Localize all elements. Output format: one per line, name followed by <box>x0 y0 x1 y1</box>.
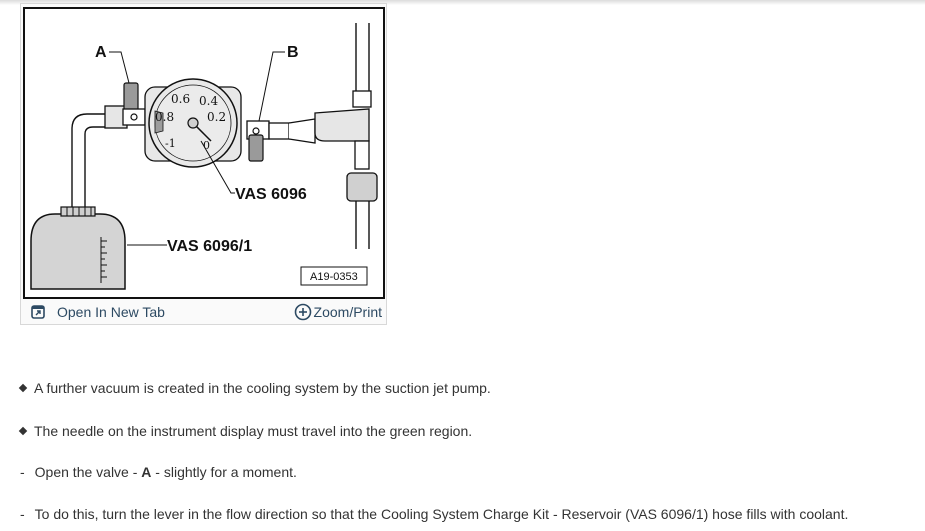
step-emphasis-a: A <box>141 464 152 480</box>
label-b: B <box>287 44 299 61</box>
top-shadow-bar <box>0 0 925 5</box>
inline-filter <box>346 172 378 202</box>
pump-top-fitting <box>352 90 372 108</box>
bullet-marker <box>18 384 28 393</box>
leader-device <box>200 140 235 194</box>
zoom-print-label: Zoom/Print <box>313 304 382 320</box>
step-text: The needle on the instrument display mus… <box>34 423 473 439</box>
gauge-tick-0: 0 <box>203 139 210 152</box>
open-new-tab-icon <box>31 305 45 319</box>
figure-id: A19-0353 <box>310 271 358 283</box>
step-text-after: - slightly for a moment. <box>151 464 297 480</box>
hose-left <box>71 113 107 207</box>
figure-card-footer: Open In New Tab Zoom/Print <box>21 300 386 324</box>
cooling-system-vacuum-diagram: 0.6 0.4 0.8 0.2 -1 0 A B <box>30 23 378 290</box>
label-reservoir: VAS 6096/1 <box>167 238 252 255</box>
dash-marker: - <box>20 506 25 522</box>
pump-lower-fitting <box>354 140 370 170</box>
figure-card: 0.6 0.4 0.8 0.2 -1 0 A B <box>20 3 387 325</box>
step-dash-open-valve: -Open the valve - A - slightly for a mom… <box>20 464 297 480</box>
step-text-before: Open the valve - <box>34 464 142 480</box>
gauge-tick-0-2: 0.2 <box>207 110 226 124</box>
pump-body <box>314 108 370 142</box>
reservoir-cap-ribs <box>66 207 92 216</box>
gauge-tick-0-8: 0.8 <box>155 110 174 124</box>
open-in-new-tab-label: Open In New Tab <box>57 304 165 320</box>
gauge-green-region <box>154 110 164 134</box>
figure-id-box <box>300 266 368 286</box>
valve-a-body <box>122 108 146 126</box>
step-text: To do this, turn the lever in the flow d… <box>34 506 849 522</box>
hose-right <box>288 118 316 144</box>
gauge-tick-0-6: 0.6 <box>171 92 190 106</box>
valve-b-hole <box>252 127 260 135</box>
bullet-marker <box>18 427 28 436</box>
step-bullet-needle: The needle on the instrument display mus… <box>18 423 473 439</box>
gauge-tick-minus-1: -1 <box>165 137 176 150</box>
hose-left-inner <box>84 126 107 207</box>
label-device: VAS 6096 <box>235 186 307 203</box>
step-bullet-vacuum: A further vacuum is created in the cooli… <box>18 380 491 396</box>
leader-a <box>109 51 130 84</box>
leader-b <box>258 51 285 122</box>
gauge-hub <box>187 117 199 129</box>
open-in-new-tab-link[interactable]: Open In New Tab <box>31 304 165 320</box>
gauge-tick-0-4: 0.4 <box>199 94 218 108</box>
figure-diagram[interactable]: 0.6 0.4 0.8 0.2 -1 0 A B <box>23 7 385 299</box>
plus-circle-icon <box>294 303 312 321</box>
dash-marker: - <box>20 464 25 480</box>
reservoir-scale <box>100 237 107 283</box>
step-text: A further vacuum is created in the cooli… <box>34 380 491 396</box>
step-dash-turn-lever: -To do this, turn the lever in the flow … <box>20 506 848 522</box>
valve-b-lever <box>248 134 264 162</box>
connector-right <box>268 122 290 140</box>
reservoir-shape <box>30 213 126 290</box>
label-a: A <box>95 44 107 61</box>
reservoir-cap <box>60 206 96 217</box>
zoom-print-link[interactable]: Zoom/Print <box>294 303 382 321</box>
valve-a-hole <box>130 113 138 121</box>
